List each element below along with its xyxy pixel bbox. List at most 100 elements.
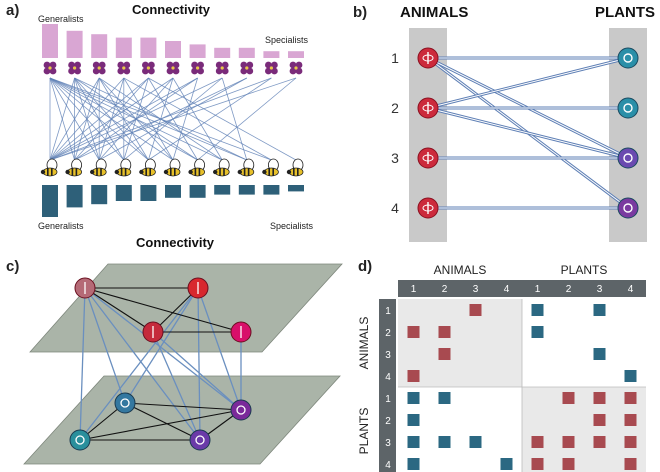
panel-c-interlayer-edge (84, 287, 201, 441)
plant-node-icon (114, 392, 136, 414)
bee-stripe (293, 168, 295, 176)
panel-a-link (123, 77, 174, 161)
bee-stripe (71, 168, 74, 176)
panel-a-specialists-bottom: Specialists (270, 221, 314, 231)
plant-node (189, 429, 211, 451)
bee-stripe (174, 168, 176, 176)
flower-center (294, 66, 298, 70)
flower-petal (197, 67, 205, 75)
animal-node-icon (417, 147, 439, 169)
flower-petal (68, 67, 75, 75)
bee-stripe (96, 168, 98, 176)
animal-node-mark (422, 204, 434, 212)
panel-c-bottom-edge (79, 409, 242, 441)
flower-icon (142, 61, 155, 75)
flower-icon (117, 61, 131, 75)
panel-d-column-number: 4 (628, 284, 634, 295)
panel-a-link (148, 77, 297, 161)
bee-head (65, 169, 70, 175)
plant-node-icon (617, 47, 639, 69)
panel-a-link (49, 77, 149, 161)
bee-stripe (223, 168, 225, 176)
panel-a-bipartite-network (40, 24, 304, 217)
panel-a-plant-bar (238, 47, 255, 58)
bee-stripe (243, 168, 246, 176)
flower-petal (148, 61, 155, 69)
flower-petal (289, 61, 297, 69)
bee-icon (90, 158, 107, 177)
panel-d-row-number: 4 (385, 460, 391, 471)
panel-b-row-number: 2 (391, 100, 399, 116)
flower-petal (172, 61, 180, 69)
panel-d-matrix-cell (438, 392, 451, 404)
panel-a-title-top: Connectivity (132, 2, 211, 17)
flower-petal (43, 67, 51, 75)
plant-node-mark (236, 405, 246, 415)
flower-petal (98, 61, 106, 69)
flower-petal (123, 67, 131, 75)
bee-icon (188, 158, 206, 177)
plant-node (617, 197, 639, 219)
animal-node-icon (142, 321, 164, 343)
panel-c-interlayer-edge (152, 331, 242, 411)
panel-a-title-bottom: Connectivity (136, 235, 215, 250)
panel-a-animal-bar (288, 185, 304, 192)
plant-node (617, 47, 639, 69)
panel-d-column-header-bar (398, 280, 646, 297)
flower-center (122, 66, 126, 70)
plant-node (617, 97, 639, 119)
flower-center (196, 66, 200, 70)
panel-d-matrix-cell (562, 392, 575, 404)
panel-d-matrix-cell (407, 392, 420, 404)
panel-d-matrix-cell (624, 414, 637, 426)
panel-c-top-edge (84, 287, 242, 333)
panel-d-matrix-cell (531, 458, 544, 470)
panel-d-matrix-cell (438, 348, 451, 360)
flower-petal (240, 61, 248, 69)
panel-d-matrix-cell (593, 392, 606, 404)
panel-d-row-number: 3 (385, 350, 391, 361)
plant-node-icon (617, 147, 639, 169)
plant-node-mark (120, 398, 130, 408)
panel-d-row-header-bar (379, 299, 396, 472)
animal-node-icon (230, 321, 252, 343)
flower-petal (142, 61, 149, 69)
panel-a-plant-bar (140, 37, 157, 58)
panel-d-matrix-cell (407, 436, 420, 448)
panel-a-animal-bar (165, 185, 181, 198)
bee-head (139, 169, 144, 175)
bee-head (90, 169, 95, 175)
flower-petal (172, 67, 180, 75)
flower-center (220, 66, 224, 70)
animal-node-mark (422, 54, 434, 62)
flower-center (48, 66, 52, 70)
flower-petal (289, 67, 297, 75)
panel-c-interlayer-edge (84, 287, 242, 411)
flower-icon (240, 61, 254, 75)
flower-petal (148, 67, 155, 75)
panel-a-animal-bar (42, 185, 58, 217)
plant-node-mark (623, 203, 633, 213)
flower-petal (142, 67, 149, 75)
panel-a-plant-bar (165, 41, 181, 58)
bee-stripe (268, 168, 270, 176)
bee-stripe (272, 168, 274, 176)
panel-d-column-number: 2 (442, 284, 448, 295)
panel-d-row-number: 1 (385, 394, 391, 405)
panel-d-column-number: 1 (535, 284, 541, 295)
panel-a-link (49, 77, 223, 161)
panel-d-matrix-cell (593, 436, 606, 448)
panel-d-row-number: 2 (385, 328, 391, 339)
flower-icon (43, 61, 57, 75)
panel-a-plant-bar (91, 34, 108, 58)
flower-petal (246, 67, 254, 75)
flower-petal (295, 67, 303, 75)
plant-node-icon (69, 429, 91, 451)
panel-a-plant-bar (288, 51, 304, 58)
plant-node-mark (75, 435, 85, 445)
flower-petal (49, 61, 57, 69)
panel-c-bottom-edge (124, 402, 242, 411)
bee-icon (163, 158, 181, 177)
panel-c-bottom-edge (124, 402, 201, 441)
